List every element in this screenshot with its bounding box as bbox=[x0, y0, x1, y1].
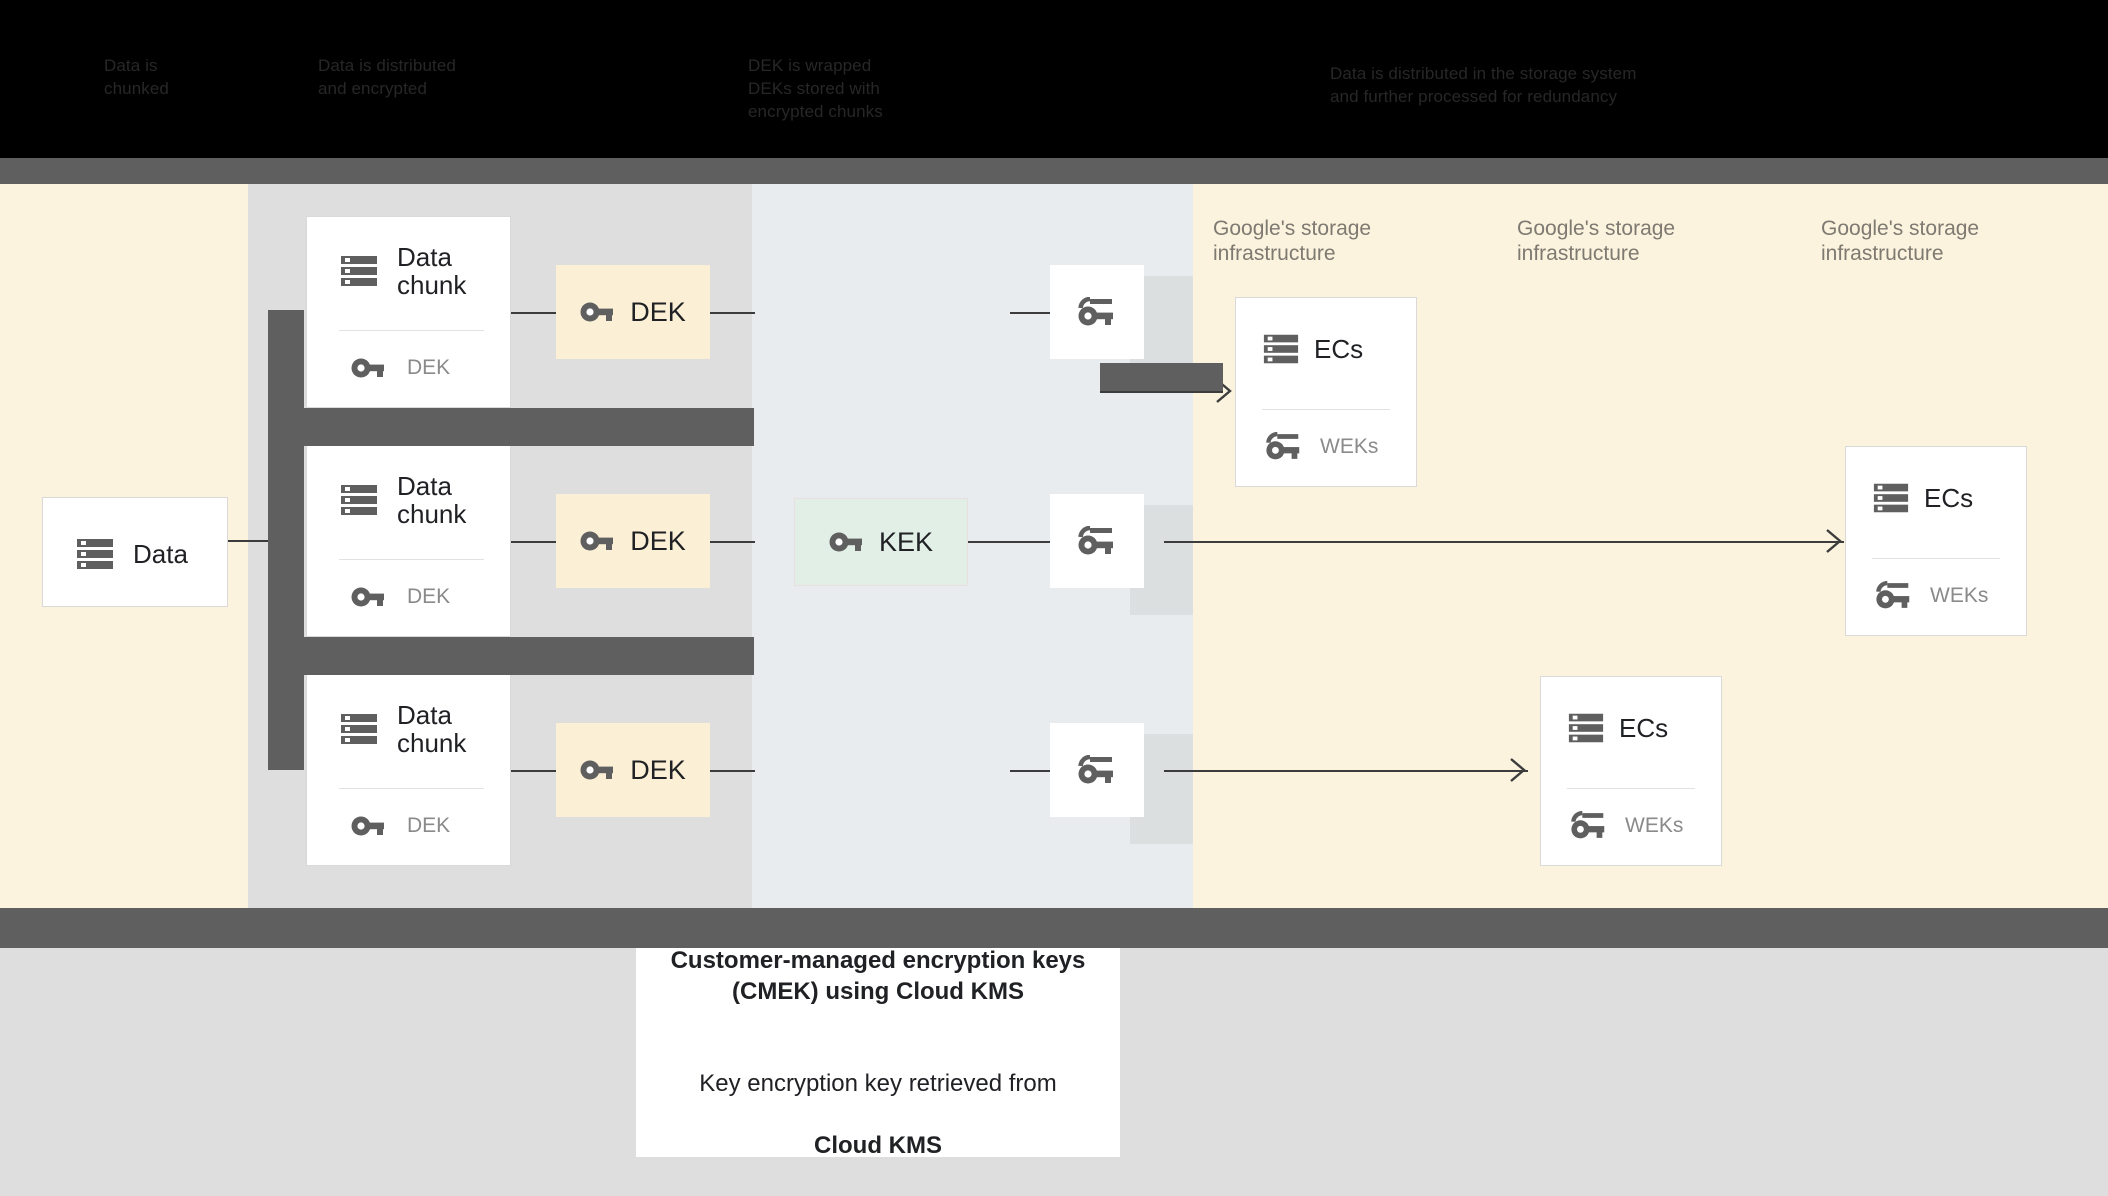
connector-wek1-to-ec1 bbox=[1100, 391, 1223, 393]
header-text-block-2: Data is distributed and encrypted bbox=[318, 56, 456, 98]
caption-box: Customer-managed encryption keys (CMEK) … bbox=[636, 946, 1120, 1159]
connector-dek3-to-panel bbox=[710, 770, 755, 772]
data-chunk-label: Data chunk bbox=[397, 471, 467, 529]
caption-subtitle-prefix: Key encryption key retrieved from bbox=[699, 1069, 1057, 1097]
kek-tile[interactable]: KEK bbox=[794, 498, 968, 586]
double-key-icon bbox=[1266, 432, 1300, 460]
connector-to-wek1 bbox=[1010, 312, 1052, 314]
storage-section-label-1: Google's storage infrastructure bbox=[1213, 217, 1372, 265]
dek-tile-1[interactable]: DEK bbox=[556, 265, 710, 359]
ec-card-key-label: WEKs bbox=[1320, 434, 1379, 458]
connector-chunk2-to-dek2 bbox=[511, 541, 556, 543]
ec-card-label: ECs bbox=[1314, 334, 1364, 364]
ec-card-label: ECs bbox=[1924, 483, 1974, 513]
arrowhead-icon-ec3 bbox=[1826, 529, 1842, 553]
ec-card-label: ECs bbox=[1619, 713, 1669, 743]
ec-card-2[interactable]: ECs WEKs bbox=[1540, 676, 1722, 866]
connector-wek2-to-ec3 bbox=[1164, 541, 1844, 543]
card-divider bbox=[1262, 409, 1390, 410]
key-icon bbox=[580, 531, 614, 551]
connector-wek3-to-ec2 bbox=[1164, 770, 1528, 772]
double-key-icon bbox=[1078, 297, 1113, 326]
data-chunk-key-label: DEK bbox=[407, 814, 451, 837]
double-key-icon bbox=[1571, 811, 1605, 839]
data-chunk-key-label: DEK bbox=[407, 585, 451, 608]
double-key-icon bbox=[1078, 526, 1113, 555]
mid-occlusion-band bbox=[0, 908, 2108, 948]
key-icon bbox=[829, 532, 862, 552]
connector-chunk1-to-dek1 bbox=[511, 312, 556, 314]
double-key-icon bbox=[1876, 581, 1910, 609]
storage-icon bbox=[1873, 483, 1909, 513]
wrapped-key-tile-1[interactable] bbox=[1050, 265, 1144, 359]
arrowhead-icon-ec2 bbox=[1510, 758, 1526, 782]
storage-section-label-2: Google's storage infrastructure bbox=[1517, 217, 1676, 265]
connector-chunk3-to-dek3 bbox=[511, 770, 556, 772]
kek-tile-label: KEK bbox=[878, 526, 934, 557]
header-text-block-1: Data is chunked bbox=[104, 56, 169, 98]
storage-icon bbox=[1263, 334, 1299, 364]
occlusion-bar-arrow bbox=[1100, 363, 1223, 391]
storage-icon bbox=[341, 485, 377, 515]
header-text-block-3: DEK is wrapped DEKs stored with encrypte… bbox=[748, 56, 883, 121]
data-chunk-key-label: DEK bbox=[407, 356, 451, 379]
caption-subtitle-strong: Cloud KMS bbox=[814, 1131, 942, 1159]
key-icon bbox=[351, 816, 384, 836]
card-divider bbox=[339, 559, 484, 560]
ec-card-key-label: WEKs bbox=[1930, 583, 1989, 607]
card-divider bbox=[339, 788, 484, 789]
connector-data-to-chunks bbox=[228, 540, 270, 542]
caption-title: Customer-managed encryption keys (CMEK) … bbox=[670, 946, 1086, 1005]
key-icon bbox=[351, 358, 384, 378]
occlusion-bar-row-1 bbox=[268, 408, 754, 446]
data-chunk-label: Data chunk bbox=[397, 242, 467, 300]
wrapped-key-tile-3[interactable] bbox=[1050, 723, 1144, 817]
dek-tile-3[interactable]: DEK bbox=[556, 723, 710, 817]
storage-icon bbox=[341, 714, 377, 744]
card-divider bbox=[339, 330, 484, 331]
connector-kek-to-wek2 bbox=[968, 541, 1052, 543]
data-chunk-label: Data chunk bbox=[397, 700, 467, 758]
connector-dek2-to-panel bbox=[710, 541, 755, 543]
storage-icon bbox=[77, 539, 113, 569]
card-divider bbox=[1567, 788, 1695, 789]
data-card[interactable]: Data bbox=[42, 497, 228, 607]
occlusion-bar-row-2 bbox=[268, 637, 754, 675]
storage-icon bbox=[341, 256, 377, 286]
occlusion-bar-vertical bbox=[268, 310, 304, 770]
data-chunk-card-2[interactable]: Data chunk DEK bbox=[306, 445, 511, 637]
data-card-label: Data bbox=[133, 539, 188, 569]
caption-subtitle: Key encryption key retrieved from Cloud … bbox=[699, 1037, 1056, 1161]
dek-tile-2[interactable]: DEK bbox=[556, 494, 710, 588]
data-chunk-card-3[interactable]: Data chunk DEK bbox=[306, 674, 511, 866]
header-text-block-4: Data is distributed in the storage syste… bbox=[1330, 64, 1637, 106]
ec-card-key-label: WEKs bbox=[1625, 813, 1684, 837]
key-icon bbox=[351, 587, 384, 607]
key-icon bbox=[580, 760, 614, 780]
card-divider bbox=[1872, 558, 2000, 559]
double-key-icon bbox=[1078, 755, 1113, 784]
connector-to-wek3 bbox=[1010, 770, 1052, 772]
key-icon bbox=[580, 302, 614, 322]
connector-dek1-to-panel bbox=[710, 312, 755, 314]
header-black-band bbox=[0, 0, 2108, 158]
data-chunk-card-1[interactable]: Data chunk DEK bbox=[306, 216, 511, 408]
storage-icon bbox=[1568, 713, 1604, 743]
dek-tile-label: DEK bbox=[630, 296, 686, 327]
storage-section-label-3: Google's storage infrastructure bbox=[1821, 217, 1980, 265]
ec-card-1[interactable]: ECs WEKs bbox=[1235, 297, 1417, 487]
ec-card-3[interactable]: ECs WEKs bbox=[1845, 446, 2027, 636]
dek-tile-label: DEK bbox=[630, 754, 686, 785]
dek-tile-label: DEK bbox=[630, 525, 686, 556]
wrapped-key-tile-2[interactable] bbox=[1050, 494, 1144, 588]
